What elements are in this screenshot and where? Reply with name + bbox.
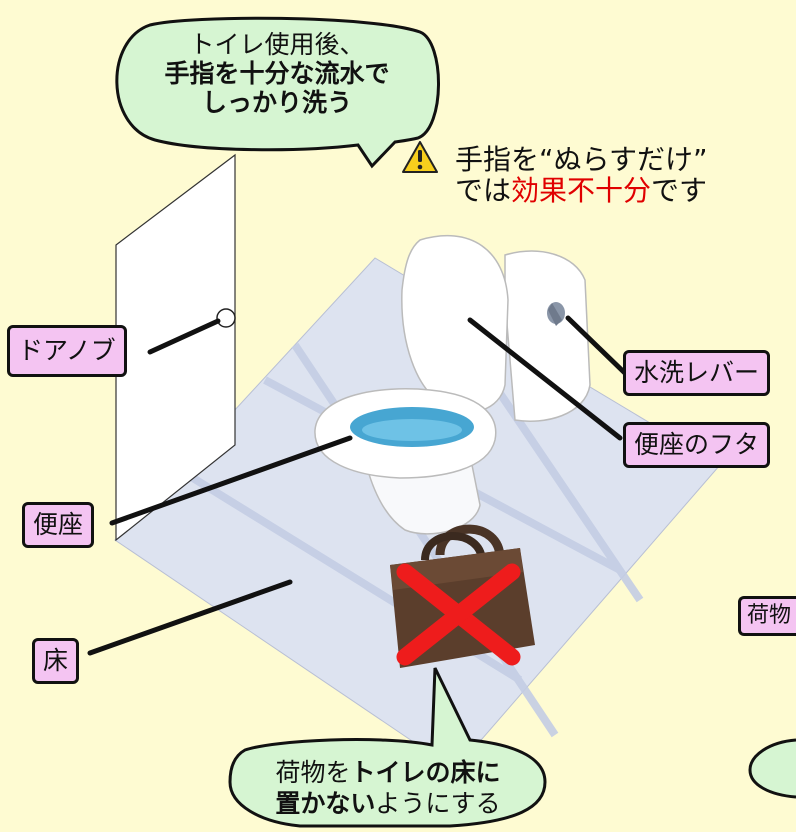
label-floor: 床 xyxy=(32,638,80,684)
label-seat: 便座 xyxy=(22,502,95,548)
top-bubble-line2: 手指を十分な流水で xyxy=(164,59,390,88)
label-door-knob: ドアノブ xyxy=(7,325,127,377)
bottom-speech-bubble xyxy=(228,667,547,828)
warning-text: 手指を“ぬらすだけ” では効果不十分です xyxy=(455,144,707,206)
warning-line2: では効果不十分です xyxy=(455,174,708,207)
top-bubble-line1: トイレ使用後、 xyxy=(189,30,365,59)
pointer-lines xyxy=(87,315,633,656)
label-flush-lever: 水洗レバー xyxy=(623,350,771,396)
label-luggage-partial: 荷物 xyxy=(738,596,796,636)
partial-speech-bubble xyxy=(748,738,796,799)
top-bubble-text: トイレ使用後、 手指を十分な流水で しっかり洗う xyxy=(112,30,442,117)
top-bubble-line3: しっかり洗う xyxy=(201,88,352,117)
bottom-bubble-line1: 荷物をトイレの床に xyxy=(275,758,501,787)
bottom-bubble-line2: 置かないようにする xyxy=(275,789,501,818)
top-speech-bubble xyxy=(115,16,440,169)
toilet-tank xyxy=(504,250,591,422)
label-lid: 便座のフタ xyxy=(623,422,771,468)
warning-line1: 手指を“ぬらすだけ” xyxy=(455,143,708,176)
warning-icon xyxy=(402,141,438,173)
warning-emphasis: 効果不十分 xyxy=(511,174,652,207)
cross-mark xyxy=(396,563,521,666)
door-knob xyxy=(216,308,236,328)
bottom-bubble-text: 荷物をトイレの床に 置かないようにする xyxy=(232,757,544,819)
flush-lever xyxy=(547,302,565,326)
door xyxy=(115,153,236,542)
